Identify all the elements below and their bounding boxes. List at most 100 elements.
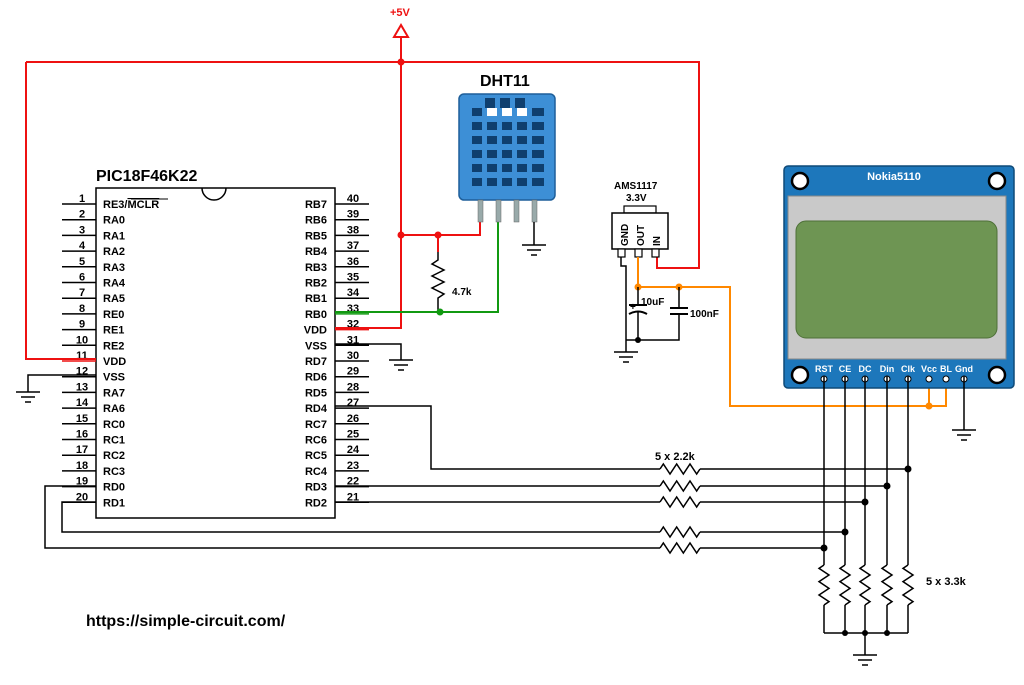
pin-number: 28 <box>347 381 359 393</box>
ams1117-regulator: AMS1117 3.3V GND OUT IN <box>611 181 669 352</box>
junction-dot <box>883 482 891 490</box>
pin-label: RA1 <box>103 230 125 242</box>
dht-vent <box>502 122 512 130</box>
dht-vent <box>502 136 512 144</box>
regulator-name: AMS1117 <box>614 181 658 192</box>
pin-number: 16 <box>76 429 88 441</box>
pin-number: 22 <box>347 476 359 488</box>
dht-vent <box>532 136 544 144</box>
resistor <box>880 564 894 606</box>
pin-number: 21 <box>347 491 359 503</box>
ground-icon <box>16 391 40 403</box>
pin-label: RD0 <box>103 482 125 494</box>
lcd-pin-label: BL <box>940 364 952 374</box>
resistor <box>659 541 701 555</box>
lcd-pin-label: Clk <box>901 364 916 374</box>
pin-number: 40 <box>347 193 359 205</box>
pin-label: RB4 <box>305 246 328 258</box>
lcd-name: Nokia5110 <box>867 171 921 183</box>
pin-label: RB3 <box>305 262 327 274</box>
lcd-screen <box>795 220 998 339</box>
dht-vent <box>532 178 544 186</box>
dht-vent <box>487 178 497 186</box>
pin-label: RC0 <box>103 419 125 431</box>
dht-vent <box>487 136 497 144</box>
pin-label: RD4 <box>305 403 328 415</box>
dht-data-wire <box>335 222 499 313</box>
pin-number: 24 <box>347 444 360 456</box>
pin-number: 27 <box>347 397 359 409</box>
dht-vent <box>502 164 512 172</box>
pin-label: RB5 <box>305 230 327 242</box>
dht-vent <box>472 122 482 130</box>
power-5v-symbol: +5V <box>390 7 411 38</box>
dht-vent <box>487 164 497 172</box>
pin-label: RD5 <box>305 387 327 399</box>
pin-number: 25 <box>347 429 359 441</box>
dht-vent <box>517 136 527 144</box>
dht-vent <box>517 150 527 158</box>
resistor <box>659 462 701 476</box>
dht-vent <box>502 178 512 186</box>
dht-vent <box>472 164 482 172</box>
dht-vent <box>532 150 544 158</box>
dht-vent <box>487 108 497 116</box>
dht-vent <box>472 150 482 158</box>
regulator-pin-in: IN <box>652 236 663 246</box>
pin-label: RD2 <box>305 497 327 509</box>
capacitor-polarity: + <box>630 302 636 313</box>
pin-number: 1 <box>79 193 85 205</box>
pin-label: RC7 <box>305 419 327 431</box>
dht-vent <box>472 136 482 144</box>
resistor <box>659 525 701 539</box>
pin-number: 26 <box>347 413 359 425</box>
pin-label: RB7 <box>305 199 327 211</box>
pin-number: 4 <box>79 240 86 252</box>
pin-label: RE2 <box>103 340 124 352</box>
pullup-resistor: 4.7k <box>430 252 472 312</box>
dht-vent <box>517 178 527 186</box>
website-url: https://simple-circuit.com/ <box>86 613 286 630</box>
lcd-pin-label: Vcc <box>921 364 937 374</box>
pin-number: 12 <box>76 366 88 378</box>
pullup-resistor-label: 4.7k <box>452 287 472 298</box>
lcd-pin-label: RST <box>815 364 834 374</box>
dht-vent <box>517 122 527 130</box>
ground-icon <box>952 429 976 441</box>
pin-number: 35 <box>347 272 359 284</box>
junction-dot <box>841 528 849 536</box>
power-arrow-icon <box>392 23 410 38</box>
capacitor-100nf: 100nF <box>626 287 719 341</box>
pin-label: VSS <box>305 340 327 352</box>
pin-label: RA6 <box>103 403 125 415</box>
dht11-legs <box>477 199 538 223</box>
capacitor-100nf-label: 100nF <box>690 309 719 320</box>
series-resistors-label: 5 x 2.2k <box>655 451 696 463</box>
pin-number: 9 <box>79 319 85 331</box>
pin-label: RB1 <box>305 293 327 305</box>
pin-number: 14 <box>76 397 89 409</box>
junction-dot <box>884 630 890 636</box>
capacitor-10uf: + 10uF <box>628 287 664 340</box>
resistor <box>901 564 915 606</box>
junction-dot <box>434 231 442 239</box>
